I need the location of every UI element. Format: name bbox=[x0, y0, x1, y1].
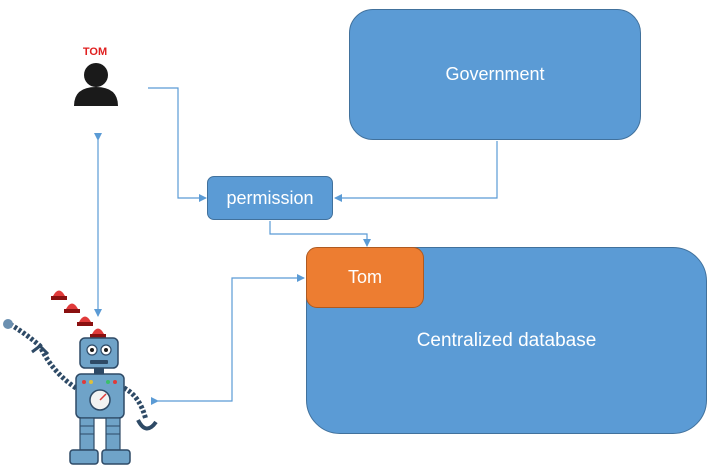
government-label: Government bbox=[445, 64, 545, 84]
user-record-node: Tom bbox=[306, 247, 424, 308]
connector-robot-database bbox=[151, 274, 305, 405]
connector-government-to-permission bbox=[334, 141, 498, 202]
connector-user-to-permission bbox=[148, 87, 207, 202]
person-icon bbox=[74, 63, 118, 106]
permission-label: permission bbox=[226, 187, 314, 208]
database-label: Centralized database bbox=[416, 329, 597, 351]
robot-icon bbox=[3, 319, 158, 465]
connector-permission-to-database bbox=[269, 221, 371, 247]
permission-node: permission bbox=[207, 176, 333, 220]
alarm-light-icon bbox=[51, 290, 106, 338]
user-record-label: Tom bbox=[347, 267, 382, 287]
user-label: TOM bbox=[82, 46, 108, 58]
government-node: Government bbox=[349, 9, 641, 140]
